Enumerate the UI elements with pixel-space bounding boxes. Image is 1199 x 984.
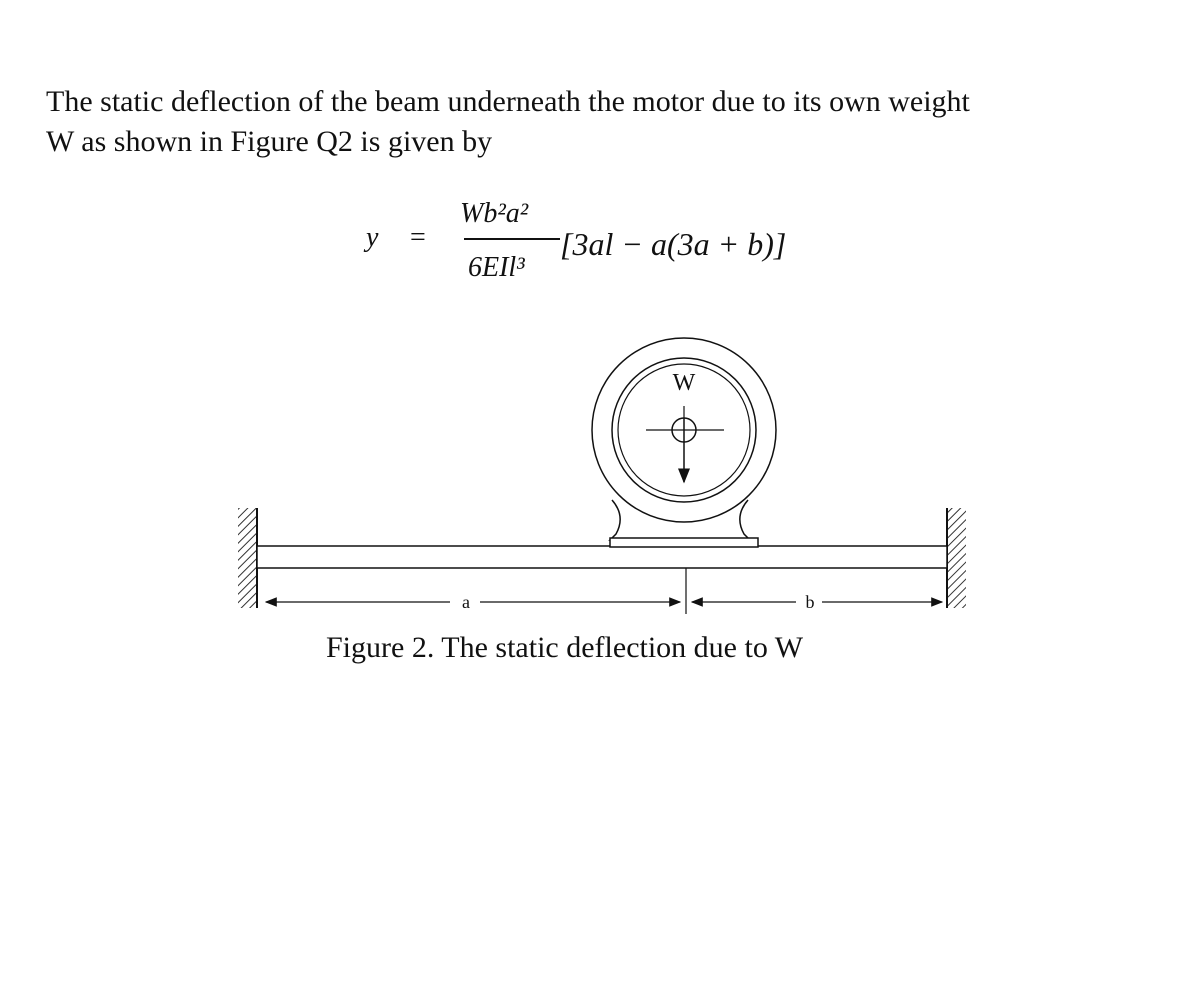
equation-denominator: 6EIl³ — [468, 252, 525, 283]
beam — [256, 545, 948, 569]
dimension-a-label: a — [462, 592, 470, 612]
equation-bracket-term: [3al − a(3a + b)] — [560, 226, 787, 262]
dimension-lines: a b — [264, 568, 944, 614]
weight-label: W — [673, 370, 696, 396]
deflection-equation: y = Wb²a² 6EIl³ [3al − a(3a + b)] — [360, 196, 880, 296]
problem-line-1: The static deflection of the beam undern… — [46, 85, 970, 118]
dimension-b-label: b — [806, 592, 815, 612]
problem-line-2: W as shown in Figure Q2 is given by — [46, 125, 493, 158]
figure-caption: Figure 2. The static deflection due to W — [326, 631, 804, 664]
right-fixed-support — [946, 508, 966, 608]
equation-equals: = — [410, 222, 426, 253]
equation-numerator: Wb²a² — [460, 198, 529, 229]
equation-lhs: y — [366, 222, 379, 253]
problem-statement: The static deflection of the beam undern… — [46, 82, 1186, 162]
left-fixed-support — [238, 508, 258, 608]
beam-motor-diagram: W a b — [238, 337, 966, 614]
motor: W — [591, 337, 777, 548]
fraction-bar — [464, 238, 560, 240]
